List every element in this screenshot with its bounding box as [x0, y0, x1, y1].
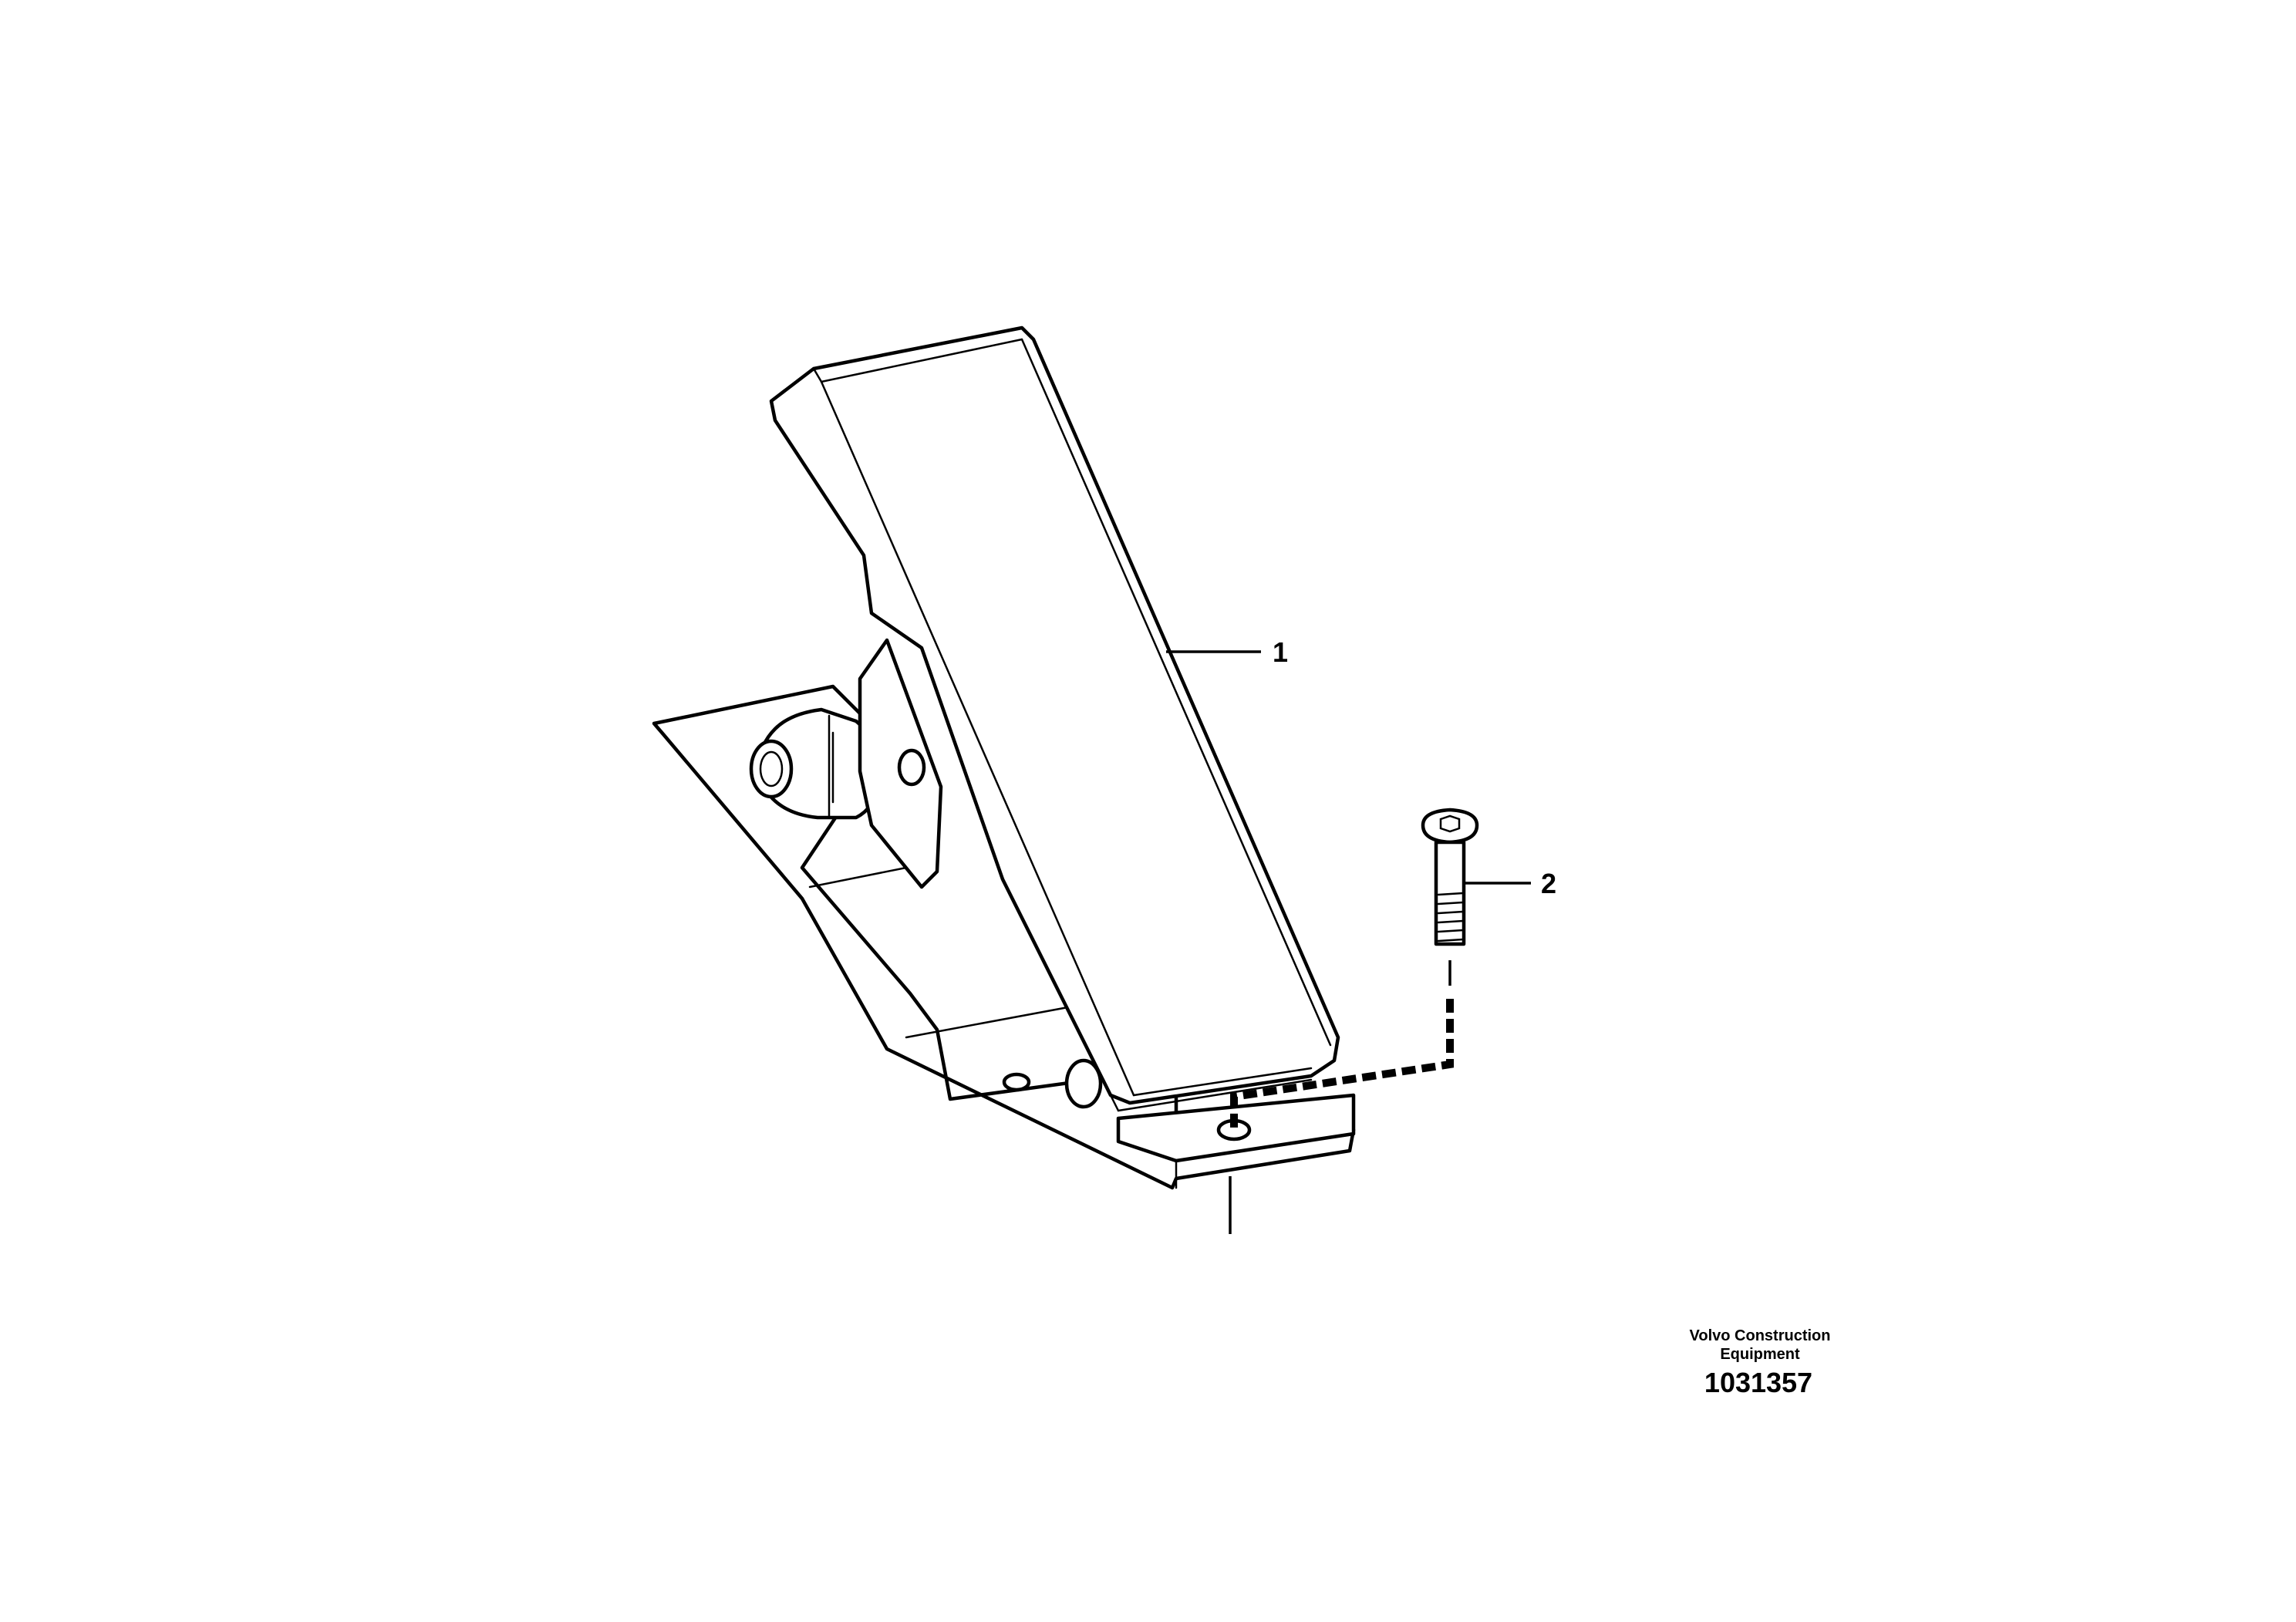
callout-2: 2 — [1465, 868, 1556, 899]
callout-2-label: 2 — [1541, 868, 1556, 899]
pedal — [769, 325, 1340, 1112]
callout-1-label: 1 — [1273, 636, 1288, 668]
drawing-number: 1031357 — [1704, 1367, 1812, 1398]
assembly-path — [1230, 960, 1454, 1128]
screw — [1421, 808, 1479, 946]
caption-block: Volvo Construction Equipment 1031357 — [1690, 1327, 1831, 1398]
company-name-line1: Volvo Construction — [1690, 1327, 1831, 1344]
callout-1: 1 — [1166, 636, 1288, 668]
company-name-line2: Equipment — [1720, 1346, 1800, 1363]
